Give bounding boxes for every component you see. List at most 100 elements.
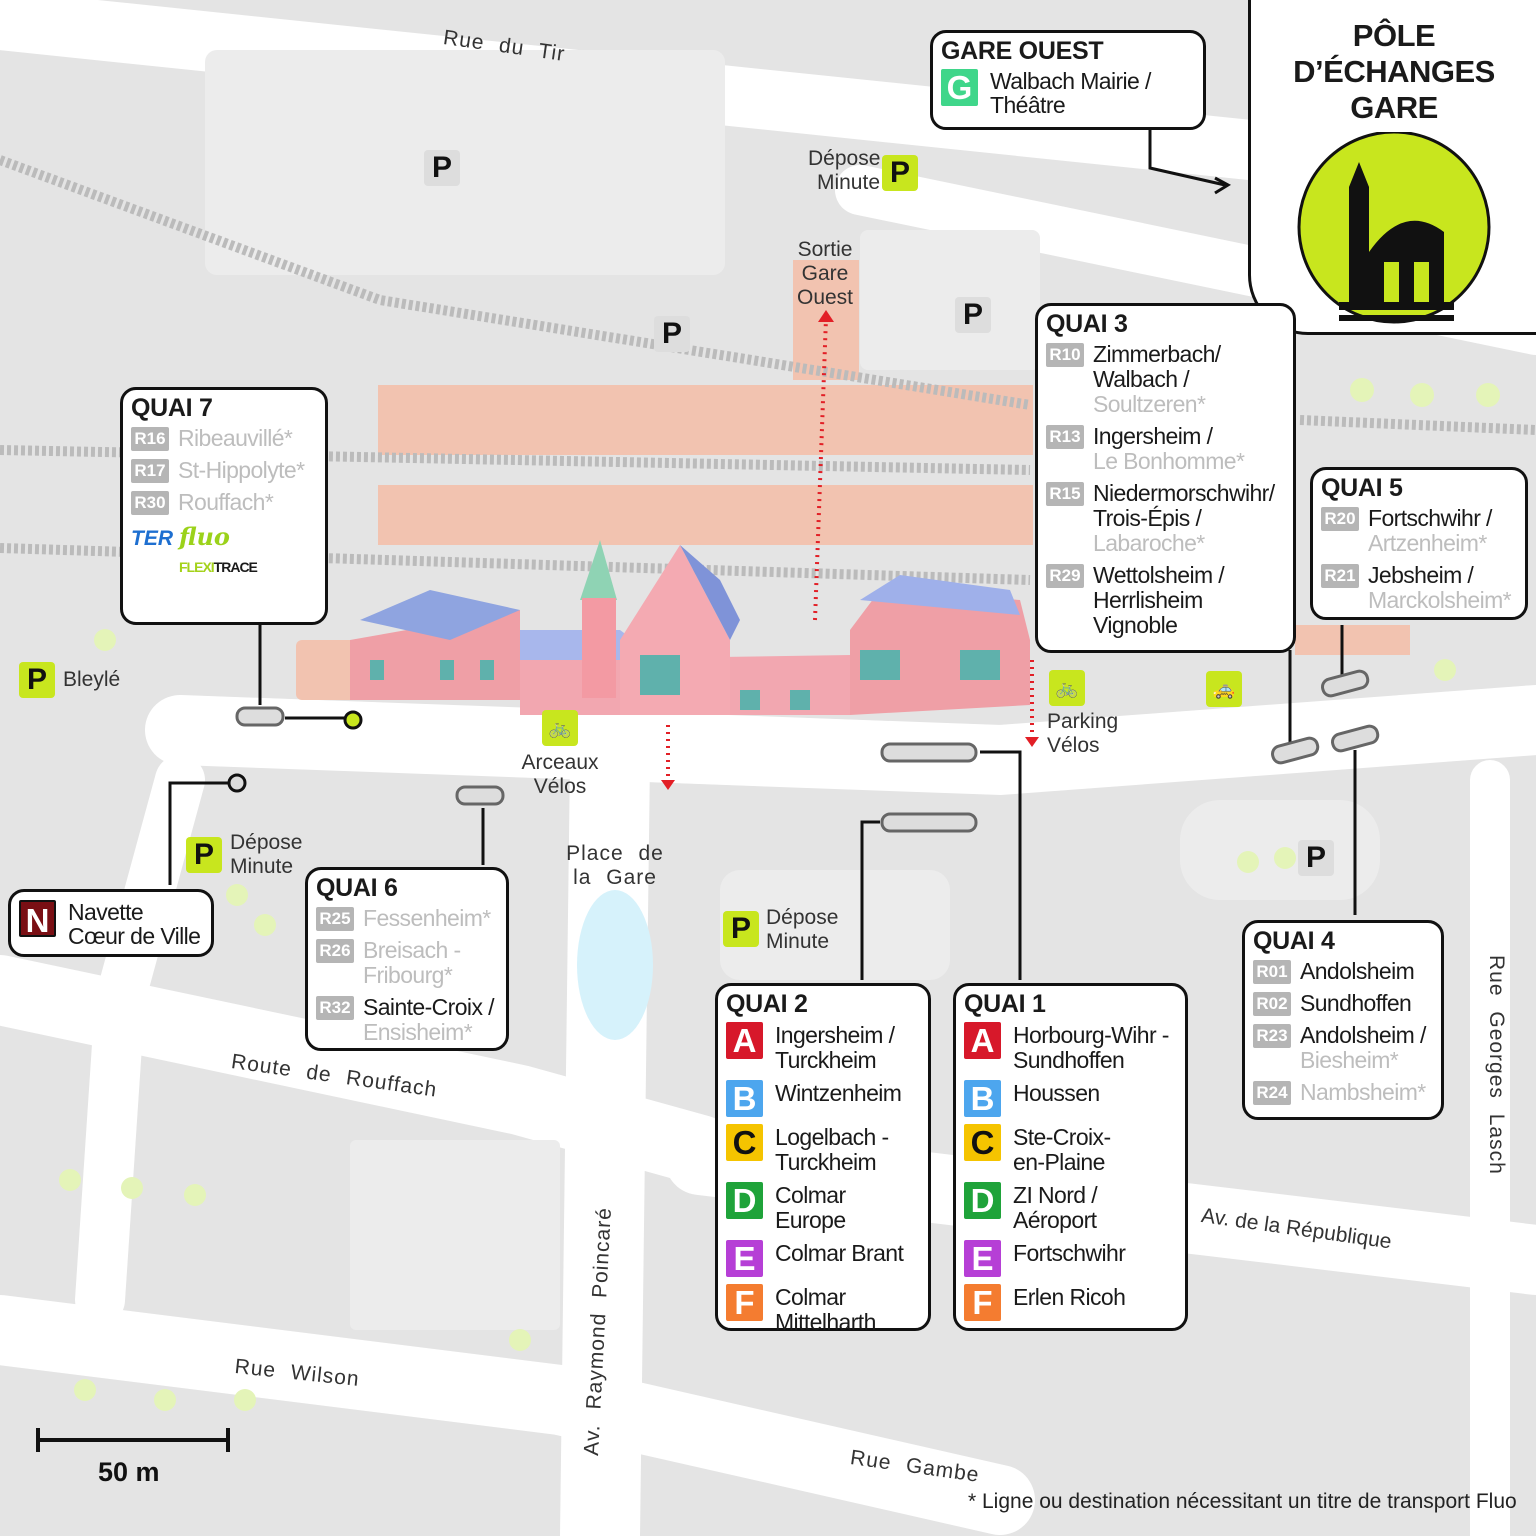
route-destination: Houssen — [1013, 1081, 1100, 1106]
route-row: R20 Fortschwihr /Artzenheim* — [1321, 506, 1517, 556]
line-badge-n[interactable]: N — [19, 900, 56, 939]
navette-destination: Navette Cœur de Ville — [68, 899, 201, 949]
route-badge-r02[interactable]: R02 — [1253, 992, 1291, 1016]
destination-line: Fortschwihr — [1013, 1240, 1126, 1266]
quai-6-title: QUAI 6 — [316, 874, 398, 902]
parking-icon: P — [955, 297, 991, 333]
route-badge-e[interactable]: E — [964, 1240, 1001, 1277]
destination-line: Ste-Croix- — [1013, 1124, 1111, 1150]
route-badge-e[interactable]: E — [726, 1240, 763, 1277]
route-destination: Zimmerbach/Walbach /Soultzeren* — [1093, 342, 1221, 417]
route-badge-f[interactable]: F — [726, 1284, 763, 1321]
destination-line: Ensisheim* — [363, 1019, 473, 1045]
route-badge-r26[interactable]: R26 — [316, 939, 354, 963]
route-badge-a[interactable]: A — [964, 1022, 1001, 1059]
route-badge-r15[interactable]: R15 — [1046, 482, 1084, 506]
route-destination: Horbourg-Wihr -Sundhoffen — [1013, 1023, 1169, 1073]
route-destination: Andolsheim /Biesheim* — [1300, 1023, 1426, 1073]
route-destination: Rouffach* — [178, 490, 274, 515]
route-badge-r32[interactable]: R32 — [316, 996, 354, 1020]
route-badge-a[interactable]: A — [726, 1022, 763, 1059]
route-destination: Logelbach -Turckheim — [775, 1125, 889, 1175]
line-badge-g[interactable]: G — [941, 69, 978, 106]
route-badge-d[interactable]: D — [726, 1182, 763, 1219]
destination-line: Jebsheim / — [1368, 562, 1474, 588]
parking-velos-label: Parking Vélos — [1047, 710, 1119, 757]
route-badge-r20[interactable]: R20 — [1321, 507, 1359, 531]
destination-line: Le Bonhomme* — [1093, 448, 1245, 474]
route-badge-r17[interactable]: R17 — [131, 459, 169, 483]
route-badge-r23[interactable]: R23 — [1253, 1024, 1291, 1048]
parking-icon: P — [186, 837, 222, 873]
title-panel: PÔLE D’ÉCHANGES GARE — [1248, 0, 1536, 335]
route-badge-r24[interactable]: R24 — [1253, 1081, 1291, 1105]
gare-ouest-destination: Walbach Mairie / Théâtre — [990, 68, 1151, 118]
quai-3-title: QUAI 3 — [1046, 310, 1128, 338]
route-row: B Houssen — [964, 1080, 1177, 1117]
route-badge-r29[interactable]: R29 — [1046, 564, 1084, 588]
route-badge-r16[interactable]: R16 — [131, 427, 169, 451]
route-destination: Ribeauvillé* — [178, 426, 293, 451]
destination-line: Wintzenheim — [775, 1080, 902, 1106]
route-badge-f[interactable]: F — [964, 1284, 1001, 1321]
route-destination: Niedermorschwihr/Trois-Épis /Labaroche* — [1093, 481, 1275, 556]
destination-line: Artzenheim* — [1368, 530, 1487, 556]
route-badge-r21[interactable]: R21 — [1321, 564, 1359, 588]
destination-line: Sainte-Croix / — [363, 994, 495, 1020]
route-badge-r13[interactable]: R13 — [1046, 425, 1084, 449]
destination-line: Labaroche* — [1093, 530, 1205, 556]
route-row: A Horbourg-Wihr -Sundhoffen — [964, 1022, 1177, 1073]
route-badge-r10[interactable]: R10 — [1046, 343, 1084, 367]
destination-line: Turckheim — [775, 1149, 877, 1175]
depose-minute-label: Dépose Minute — [766, 906, 839, 953]
route-badge-r30[interactable]: R30 — [131, 491, 169, 515]
destination-line: Marckolsheim* — [1368, 587, 1512, 613]
bus-stop-quai-7 — [235, 706, 285, 727]
route-badge-d[interactable]: D — [964, 1182, 1001, 1219]
depose-minute-label: Dépose Minute — [808, 147, 881, 194]
route-destination: Fortschwihr — [1013, 1240, 1126, 1266]
scale-bar — [36, 1428, 230, 1452]
destination-line: Ingersheim / — [1093, 423, 1213, 449]
route-badge-r01[interactable]: R01 — [1253, 960, 1291, 984]
quai-2-box: QUAI 2 A Ingersheim / Turckheim B Wintzenheim… — [715, 983, 931, 1335]
destination-line: St-Hippolyte* — [178, 457, 305, 483]
destination-line: Ingersheim / — [775, 1022, 895, 1048]
destination-line: Nambsheim* — [1300, 1079, 1426, 1105]
route-badge-c[interactable]: C — [726, 1124, 763, 1161]
arceaux-velos-label: Arceaux Vélos — [521, 751, 599, 798]
fluo-logo-text: fluo — [179, 522, 230, 551]
route-destination: Jebsheim /Marckolsheim* — [1368, 562, 1512, 613]
quai-4-title: QUAI 4 — [1253, 927, 1335, 955]
route-badge-b[interactable]: B — [726, 1080, 763, 1117]
route-badge-c[interactable]: C — [964, 1124, 1001, 1161]
quai-1-title: QUAI 1 — [964, 990, 1046, 1018]
destination-line: Aéroport — [1013, 1207, 1097, 1233]
footnote: * Ligne ou destination nécessitant un ti… — [968, 1490, 1517, 1513]
quai-5-title: QUAI 5 — [1321, 474, 1403, 502]
bike-rack-icon: 🚲 — [542, 710, 578, 746]
route-destination: Nambsheim* — [1300, 1080, 1426, 1105]
place-de-la-gare-label: Place de la Gare — [566, 842, 664, 889]
route-row: R24 Nambsheim* — [1253, 1080, 1433, 1105]
quai-2-title: QUAI 2 — [726, 990, 808, 1018]
parking-icon: P — [424, 150, 460, 186]
route-row: R16 Ribeauvillé* — [131, 426, 317, 451]
parking-icon: P — [882, 155, 918, 191]
destination-line: Walbach / — [1093, 366, 1190, 392]
route-row: R13 Ingersheim /Le Bonhomme* — [1046, 424, 1285, 474]
route-badge-r25[interactable]: R25 — [316, 907, 354, 931]
fountain — [577, 890, 653, 1040]
route-badge-b[interactable]: B — [964, 1080, 1001, 1117]
trace-logo-text: TRACE — [213, 559, 258, 575]
destination-line: Fessenheim* — [363, 905, 491, 931]
destination-line: Fortschwihr / — [1368, 505, 1492, 531]
destination-line: Andolsheim — [1300, 958, 1415, 984]
route-row: R21 Jebsheim /Marckolsheim* — [1321, 563, 1517, 613]
